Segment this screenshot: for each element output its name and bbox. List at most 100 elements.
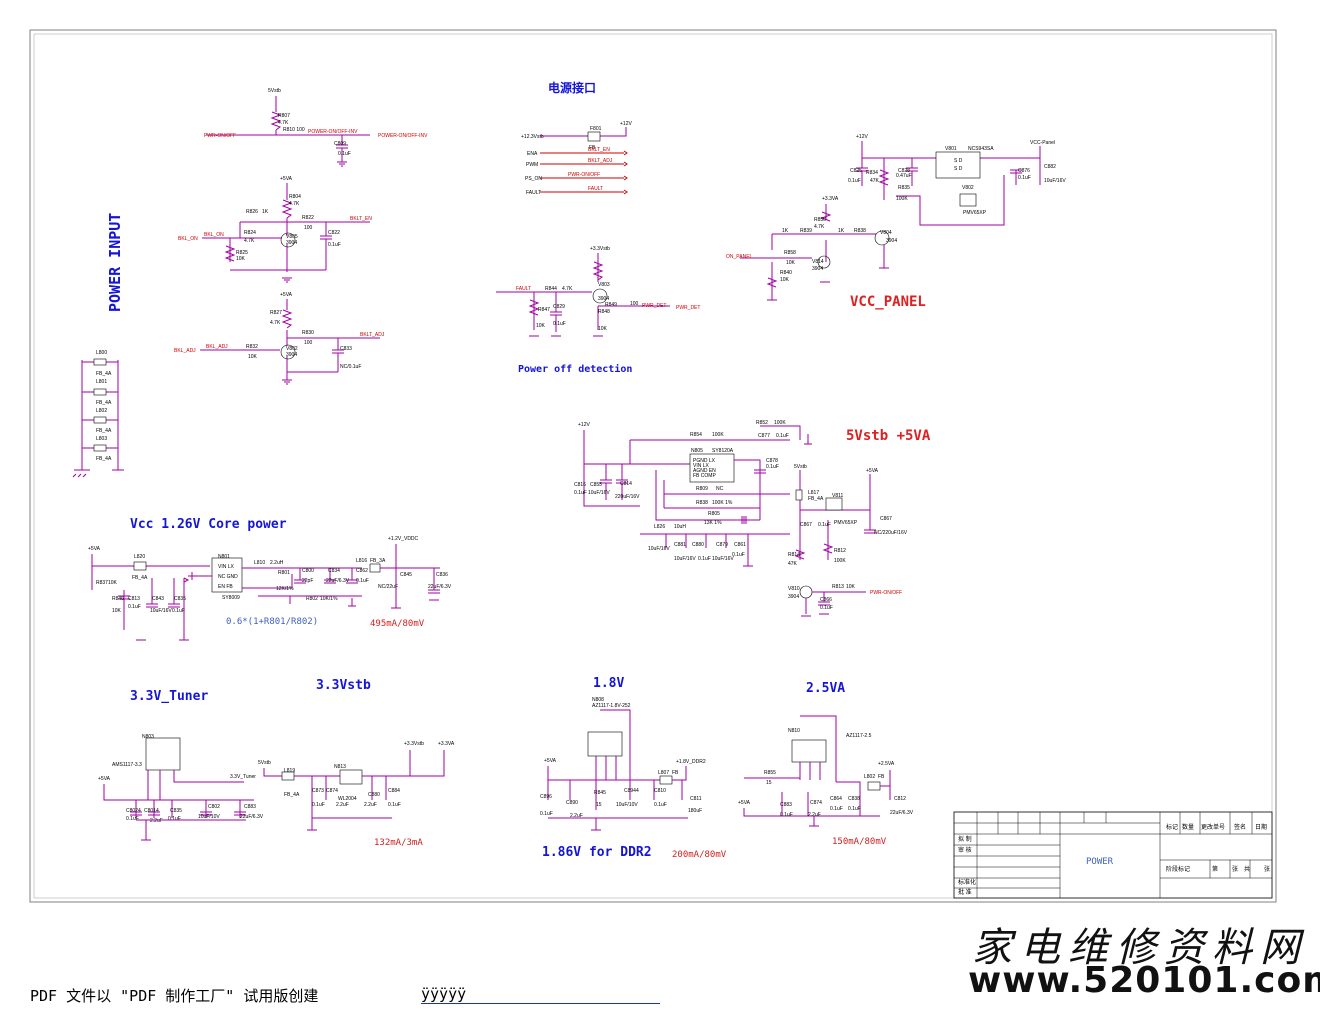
svg-text:C816: C816	[574, 482, 586, 488]
svg-text:0.1uF: 0.1uF	[818, 522, 831, 528]
svg-text:C881: C881	[674, 542, 686, 548]
svg-text:R844: R844	[545, 286, 557, 292]
svg-text:0.1uF: 0.1uF	[540, 811, 553, 817]
section-power-input: POWER INPUT	[106, 213, 124, 312]
svg-text:L819: L819	[284, 768, 295, 774]
svg-text:L826: L826	[654, 524, 665, 530]
svg-text:2.2uF: 2.2uF	[336, 802, 349, 808]
svg-text:15: 15	[766, 780, 772, 786]
svg-text:R840: R840	[780, 270, 792, 276]
svg-text:R805: R805	[708, 511, 720, 517]
svg-text:4.7K: 4.7K	[562, 286, 573, 292]
section-3v3-vstb: 3.3Vstb	[316, 678, 371, 693]
svg-text:N805: N805	[691, 448, 703, 454]
svg-text:10K: 10K	[598, 326, 608, 332]
buck-5va-block: +12V R854 100K R852 100K C877 0.1uF N805…	[574, 420, 908, 617]
svg-text:0.1uF: 0.1uF	[126, 816, 139, 822]
svg-text:1K: 1K	[838, 228, 845, 234]
svg-text:R856: R856	[814, 217, 826, 223]
svg-text:FAULT: FAULT	[526, 190, 541, 196]
svg-text:SY8120A: SY8120A	[712, 448, 734, 454]
svg-text:C835: C835	[170, 808, 182, 814]
svg-text:C882: C882	[1044, 164, 1056, 170]
svg-text:0.47uF: 0.47uF	[896, 173, 912, 179]
svg-text:0.1uF: 0.1uF	[312, 802, 325, 808]
svg-text:2.2uF: 2.2uF	[808, 812, 821, 818]
svg-text:0.1uF: 0.1uF	[128, 604, 141, 610]
svg-text:+5VA: +5VA	[280, 292, 293, 298]
svg-text:F801: F801	[590, 126, 602, 132]
svg-text:L807: L807	[658, 770, 669, 776]
svg-text:220uF/16V: 220uF/16V	[615, 494, 640, 500]
svg-text:FB_4A: FB_4A	[808, 496, 824, 502]
svg-text:R838: R838	[854, 228, 866, 234]
svg-text:FB: FB	[589, 145, 596, 151]
connector-block: +12.3Vstb +12V F801 FB ENA BKLT_EN PWM B…	[521, 121, 632, 196]
svg-text:C843: C843	[152, 596, 164, 602]
svg-text:S D: S D	[954, 158, 963, 164]
svg-text:47K: 47K	[788, 561, 798, 567]
svg-text:1K: 1K	[782, 228, 789, 234]
svg-text:N813: N813	[334, 764, 346, 770]
pdf-footer-link[interactable]: ÿÿÿÿÿ	[421, 985, 660, 1004]
svg-text:0.1uF: 0.1uF	[766, 464, 779, 470]
svg-text:标准化: 标准化	[958, 878, 976, 886]
ddr2-1v8-block: N808 AZ1117-1.8V-252 +5VA C896 0.1uF C89…	[540, 697, 706, 831]
svg-text:100K 1%: 100K 1%	[712, 500, 733, 506]
svg-text:FB_4A: FB_4A	[96, 400, 112, 406]
svg-text:C811: C811	[690, 796, 702, 802]
note-v25-current: 150mA/80mV	[832, 837, 887, 847]
bklt-en-block: +5VA R804 4.7K R826 1K R822 100 BKLT_EN …	[178, 176, 372, 283]
vcc-panel-block: +12V C825 0.1uF R834 47K C828 0.47uF V80…	[726, 134, 1066, 301]
svg-text:C836: C836	[436, 572, 448, 578]
svg-text:C829: C829	[553, 304, 565, 310]
svg-text:C896: C896	[540, 794, 552, 800]
title-block: 标记 数量 更改单号 签名 日期 拟 制 审 核 标准化 批 准 POWER 阶…	[953, 811, 1273, 899]
svg-text:R854: R854	[690, 432, 702, 438]
svg-text:ENA: ENA	[527, 151, 538, 157]
svg-text:张: 张	[1232, 865, 1238, 873]
svg-text:22pF: 22pF	[302, 578, 313, 584]
note-core-formula: 0.6*(1+R801/R802)	[226, 617, 318, 627]
svg-text:3.3V_Tuner: 3.3V_Tuner	[230, 774, 256, 780]
svg-text:+12V: +12V	[620, 121, 632, 127]
svg-text:FB: FB	[672, 770, 679, 776]
svg-text:C879: C879	[716, 542, 728, 548]
svg-text:BKLT_EN: BKLT_EN	[350, 216, 372, 222]
svg-text:0.1uF: 0.1uF	[848, 178, 861, 184]
svg-text:C8944: C8944	[624, 788, 639, 794]
svg-text:FB: FB	[878, 774, 885, 780]
svg-text:C874: C874	[810, 800, 822, 806]
watermark-url: www.520101.com	[968, 960, 1320, 1001]
svg-text:10K: 10K	[236, 256, 246, 262]
section-power-connector: 电源接口	[548, 80, 596, 95]
svg-text:BKL_ADJ: BKL_ADJ	[174, 348, 196, 354]
svg-text:NC/0.1uF: NC/0.1uF	[340, 364, 361, 370]
svg-text:签名: 签名	[1234, 823, 1246, 831]
svg-text:R802: R802	[306, 596, 318, 602]
svg-text:10K: 10K	[108, 580, 118, 586]
svg-text:R849: R849	[605, 302, 617, 308]
svg-text:N808: N808	[592, 697, 604, 703]
svg-text:+5VA: +5VA	[544, 758, 557, 764]
svg-text:C873: C873	[312, 788, 324, 794]
svg-text:C838: C838	[848, 796, 860, 802]
svg-text:L816: L816	[356, 558, 367, 564]
title-block-title: POWER	[1086, 857, 1114, 867]
svg-text:审 核: 审 核	[958, 846, 972, 854]
svg-text:VCC-Panel: VCC-Panel	[1030, 140, 1055, 146]
svg-text:日期: 日期	[1255, 823, 1267, 831]
svg-text:C8014: C8014	[144, 808, 159, 814]
svg-text:标记: 标记	[1166, 823, 1178, 831]
watermark-chinese: 家电维修资料网	[972, 925, 1308, 971]
svg-text:R858: R858	[784, 250, 796, 256]
svg-text:0.1uF: 0.1uF	[172, 608, 185, 614]
svg-text:V811: V811	[832, 493, 844, 499]
svg-text:+5VA: +5VA	[738, 800, 751, 806]
svg-text:0.1uF: 0.1uF	[780, 812, 793, 818]
svg-text:4.7K: 4.7K	[270, 320, 281, 326]
power-off-detection-block: +3.3Vstb FAULT R844 4.7K R847 10K C829 0…	[496, 246, 700, 337]
svg-text:100: 100	[304, 225, 313, 231]
svg-text:2.2uF: 2.2uF	[570, 813, 583, 819]
